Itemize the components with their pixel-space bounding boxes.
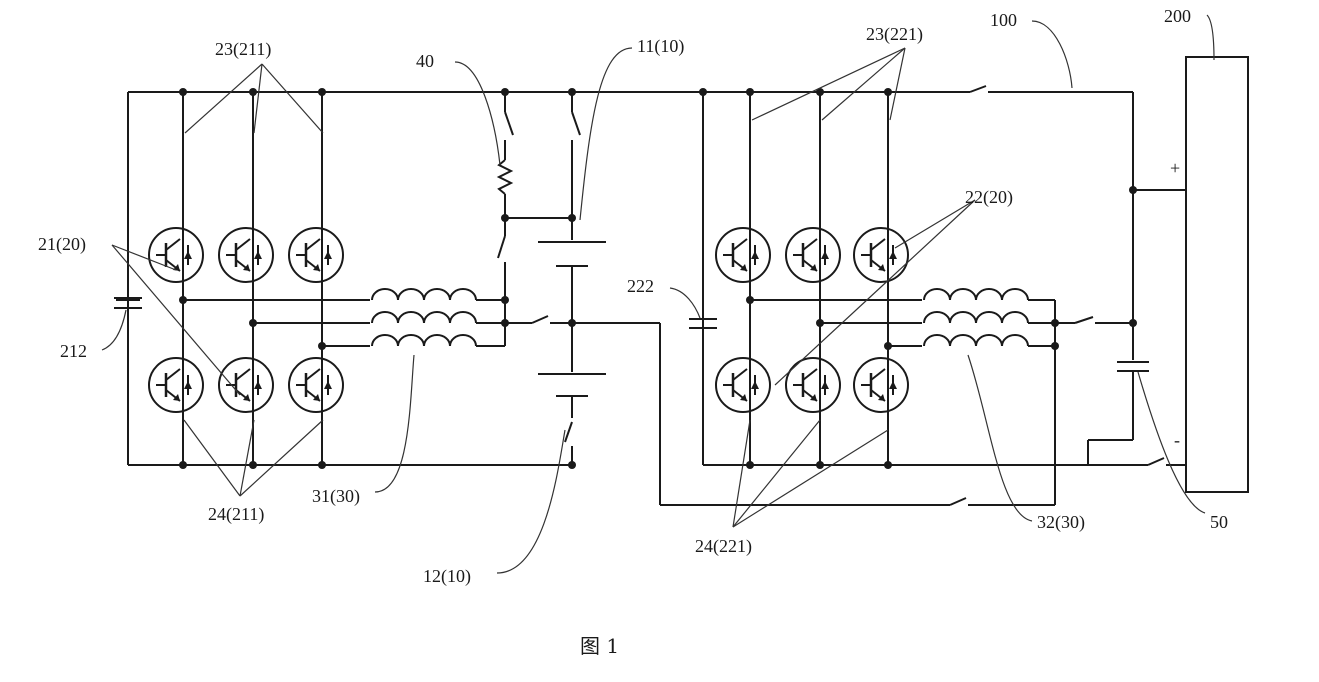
- igbt-left-lower-3: [289, 358, 343, 412]
- label-23-211: 23(211): [215, 39, 271, 60]
- leader-lines: [102, 15, 1214, 573]
- igbt-right-upper-1: [716, 228, 770, 282]
- igbt-right-lower-1: [716, 358, 770, 412]
- label-100: 100: [990, 10, 1017, 30]
- label-222: 222: [627, 276, 654, 296]
- label-50: 50: [1210, 512, 1228, 532]
- label-11-10: 11(10): [637, 36, 684, 57]
- igbt-right-upper-3: [854, 228, 908, 282]
- label-12-10: 12(10): [423, 566, 471, 587]
- label-31-30: 31(30): [312, 486, 360, 507]
- label-24-221: 24(221): [695, 536, 752, 557]
- igbt-right-upper-2: [786, 228, 840, 282]
- center-section: [498, 88, 1055, 505]
- left-converter: [114, 88, 970, 469]
- label-32-30: 32(30): [1037, 512, 1085, 533]
- label-plus: +: [1170, 158, 1180, 178]
- inductor-32-coil-2: [924, 312, 1028, 323]
- inductor-31-coil-2: [372, 312, 476, 323]
- label-40: 40: [416, 51, 434, 71]
- load-box-200: [1186, 57, 1248, 492]
- inductor-32-coil-3: [924, 335, 1028, 346]
- igbt-left-lower-2: [219, 358, 273, 412]
- label-200: 200: [1164, 6, 1191, 26]
- label-24-211: 24(211): [208, 504, 264, 525]
- figure-caption: 图 1: [580, 634, 619, 658]
- igbt-right-lower-3: [854, 358, 908, 412]
- igbt-left-upper-3: [289, 228, 343, 282]
- igbt-left-upper-1: [149, 228, 203, 282]
- label-minus: -: [1174, 430, 1180, 450]
- igbt-right-lower-2: [786, 358, 840, 412]
- label-22-20: 22(20): [965, 187, 1013, 208]
- inductor-31-coil-1: [372, 289, 476, 300]
- right-converter: [689, 86, 1186, 469]
- label-23-221: 23(221): [866, 24, 923, 45]
- igbt-left-lower-1: [149, 358, 203, 412]
- inductor-32-coil-1: [924, 289, 1028, 300]
- igbt-left-upper-2: [219, 228, 273, 282]
- inductor-31-coil-3: [372, 335, 476, 346]
- label-21-20: 21(20): [38, 234, 86, 255]
- label-212: 212: [60, 341, 87, 361]
